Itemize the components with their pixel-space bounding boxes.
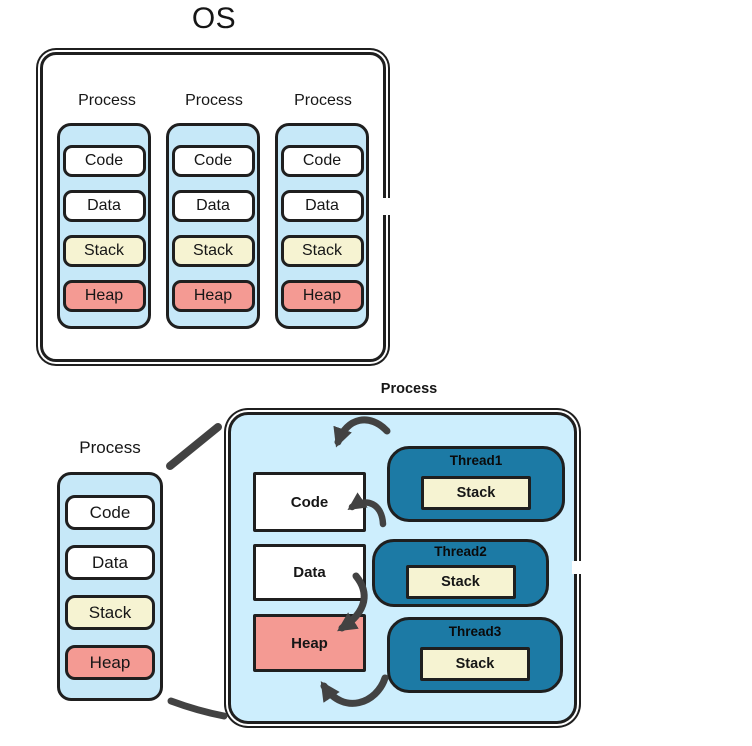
stack-segment: Stack: [62, 235, 146, 267]
stack-segment: Stack: [65, 595, 155, 630]
heap-block: Heap: [253, 614, 366, 672]
os-title: OS: [191, 2, 237, 35]
os-box: Process Process Process Code Data Stack …: [40, 52, 386, 362]
thread-stack: Stack: [405, 565, 516, 599]
process-column: Code Data Stack Heap: [57, 123, 151, 329]
process-label: Process: [78, 92, 136, 109]
process-label: Process: [185, 92, 243, 109]
thread-label: Thread2: [434, 544, 487, 559]
stack-segment: Stack: [171, 235, 255, 267]
sketch-border-notch: [572, 561, 584, 574]
zoom-connector-bottom-line: [167, 697, 228, 720]
code-block: Code: [253, 472, 366, 532]
process-column: Code Data Stack Heap: [166, 123, 260, 329]
data-segment: Data: [171, 190, 255, 222]
stack-segment: Stack: [280, 235, 364, 267]
code-segment: Code: [62, 145, 146, 177]
sketch-border-notch: [381, 198, 393, 215]
thread-label: Thread3: [448, 624, 502, 639]
thread-box: Thread2 Stack: [372, 539, 549, 607]
thread-stack: Stack: [420, 647, 530, 681]
heap-segment: Heap: [171, 280, 255, 312]
thread-label: Thread1: [449, 453, 503, 468]
code-segment: Code: [280, 145, 364, 177]
process-label: Process: [79, 438, 141, 457]
data-segment: Data: [65, 545, 155, 580]
process-column: Code Data Stack Heap: [57, 472, 163, 701]
process-detail-box: Code Data Heap Thread1 Stack Thread2 Sta…: [228, 412, 577, 724]
process-label: Process: [294, 92, 352, 109]
thread-box: Thread1 Stack: [387, 446, 565, 522]
thread-box: Thread3 Stack: [387, 617, 563, 693]
data-segment: Data: [280, 190, 364, 222]
heap-segment: Heap: [62, 280, 146, 312]
code-segment: Code: [65, 495, 155, 530]
zoom-connector-top-line: [166, 423, 222, 470]
data-segment: Data: [62, 190, 146, 222]
heap-segment: Heap: [280, 280, 364, 312]
code-segment: Code: [171, 145, 255, 177]
thread-stack: Stack: [421, 476, 531, 510]
process-label: Process: [380, 381, 438, 397]
heap-segment: Heap: [65, 645, 155, 680]
data-block: Data: [253, 544, 366, 601]
process-column: Code Data Stack Heap: [275, 123, 369, 329]
